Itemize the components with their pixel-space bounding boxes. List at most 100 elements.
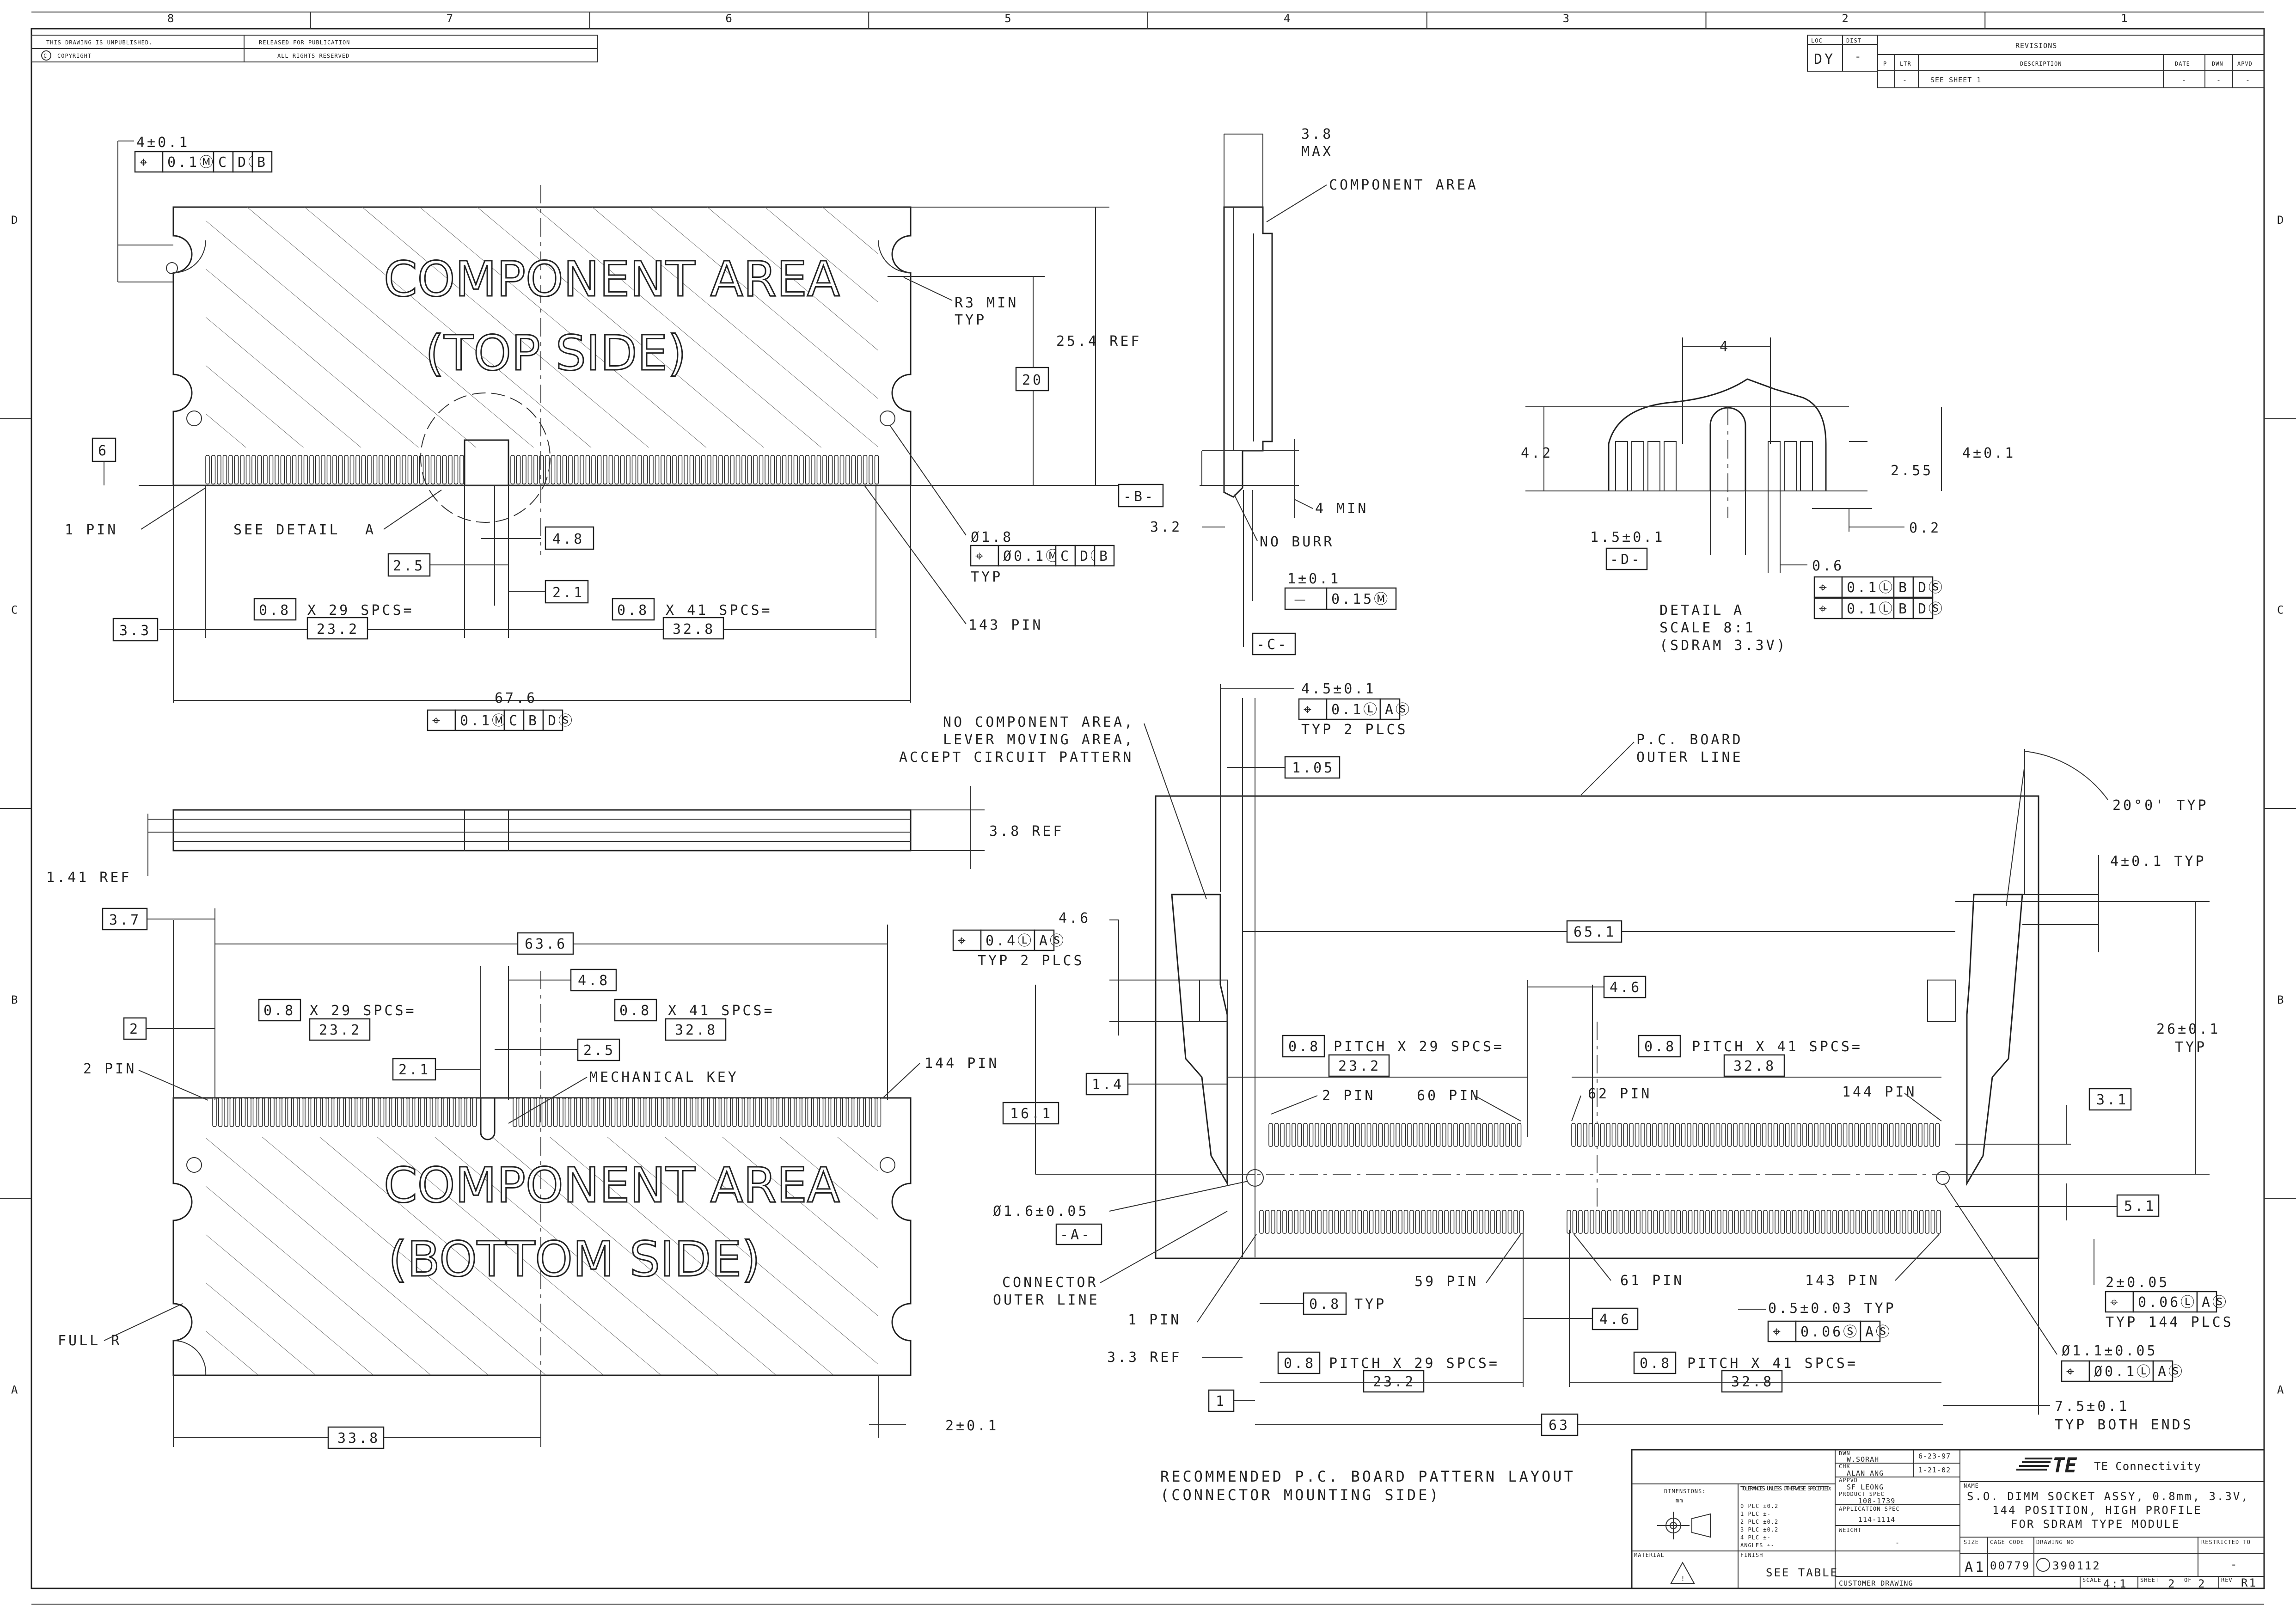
contact-pin bbox=[759, 455, 764, 484]
contact-pin bbox=[813, 1097, 818, 1127]
contact-pin bbox=[449, 1097, 454, 1127]
pcb-4-5: 4.5±0.1 bbox=[1301, 681, 1376, 697]
contact-pin bbox=[1507, 1210, 1512, 1234]
contact-pin bbox=[443, 1097, 448, 1127]
chk-name: ALAN ANG bbox=[1847, 1469, 1884, 1477]
contact-pin bbox=[1688, 1210, 1693, 1234]
contact-pin bbox=[661, 455, 665, 484]
contact-pin bbox=[551, 455, 556, 484]
component-area-hatch-bottom bbox=[206, 1137, 878, 1375]
contact-pin bbox=[1282, 1210, 1287, 1234]
contact-pin bbox=[344, 455, 349, 484]
contact-pin bbox=[1584, 1210, 1589, 1234]
contact-pin bbox=[1635, 1123, 1640, 1147]
contact-pin bbox=[409, 1097, 413, 1127]
pcb-typ144: TYP 144 PLCS bbox=[2106, 1314, 2234, 1330]
pin1-label: 1 PIN bbox=[65, 522, 118, 538]
contact-pin bbox=[280, 455, 285, 484]
contact-pin bbox=[275, 455, 279, 484]
dist-label: DIST bbox=[1846, 37, 1861, 44]
spec-label: PRODUCT SPEC bbox=[1839, 1491, 1885, 1497]
contact-pin bbox=[1505, 1123, 1510, 1147]
hole-typ: TYP bbox=[971, 569, 1003, 585]
contact-pin bbox=[1578, 1210, 1583, 1234]
dim-4-8-box bbox=[545, 526, 594, 550]
te-logo: TE bbox=[2016, 1454, 2077, 1477]
contact-pin bbox=[1292, 1123, 1296, 1147]
fcf-cell-text: 0.1Ⓛ bbox=[1847, 580, 1895, 596]
contact-pin bbox=[1355, 1123, 1360, 1147]
fcf-cell bbox=[542, 709, 563, 731]
pcb-0-8-typ: 0.8 bbox=[1309, 1296, 1341, 1312]
contact-pin bbox=[715, 1097, 720, 1127]
restricted-value: - bbox=[2230, 1558, 2238, 1571]
pcb-dim-1: 1 bbox=[1216, 1393, 1226, 1410]
contact-pin bbox=[1826, 1210, 1831, 1234]
contact-pin bbox=[315, 455, 320, 484]
zone-label-top: 3 bbox=[1563, 12, 1571, 25]
contact-pin bbox=[1636, 1210, 1641, 1234]
contact-pin bbox=[712, 455, 717, 484]
contact-pin bbox=[263, 455, 268, 484]
ref-25-4: 25.4 REF bbox=[1056, 333, 1142, 349]
contact-pin bbox=[871, 1097, 876, 1127]
pcb-pin144: 144 PIN bbox=[1842, 1084, 1916, 1100]
contact-pin bbox=[1513, 1210, 1518, 1234]
contact-pin bbox=[585, 455, 590, 484]
top-23-2: 23.2 bbox=[317, 621, 359, 637]
detail-a-outline bbox=[1608, 378, 1827, 491]
contact-pin bbox=[222, 455, 227, 484]
contact-pin bbox=[811, 455, 815, 484]
fcf-cell-text: ⌖ bbox=[2110, 1294, 2120, 1311]
contact-pin bbox=[1879, 1210, 1883, 1234]
pcb-4-6b: 4.6 bbox=[1610, 980, 1641, 996]
contact-pin bbox=[442, 455, 447, 484]
rev-ltr: - bbox=[1903, 76, 1907, 84]
pcb-pin61: 61 PIN bbox=[1620, 1273, 1684, 1289]
side-1-tol: 1±0.1 bbox=[1287, 571, 1341, 587]
contact-pin bbox=[730, 455, 735, 484]
revisions-title: REVISIONS bbox=[2015, 42, 2057, 50]
zone-label-left: A bbox=[11, 1383, 19, 1396]
contact-pin bbox=[799, 455, 804, 484]
tolerance-rows: 0 PLC ±0.21 PLC ±-2 PLC ±0.23 PLC ±0.24 … bbox=[1740, 1503, 1778, 1549]
pcb-pitch-d: 0.8 bbox=[1640, 1355, 1671, 1372]
fcf-cell bbox=[2105, 1291, 2134, 1313]
contact-pin bbox=[1646, 1123, 1651, 1147]
bottom-23-2: 23.2 bbox=[319, 1022, 361, 1038]
lever-area-left bbox=[1171, 894, 1228, 1186]
fcf-cell bbox=[1860, 1320, 1881, 1342]
mechanical-key-label: MECHANICAL KEY bbox=[589, 1069, 739, 1085]
contact-pin bbox=[205, 455, 210, 484]
fcf-cell bbox=[2152, 1360, 2174, 1382]
contact-pin bbox=[707, 455, 711, 484]
contact-pin bbox=[1583, 1123, 1587, 1147]
connector-outline-1: CONNECTOR bbox=[1002, 1275, 1098, 1291]
contact-pin bbox=[1572, 1210, 1577, 1234]
contact-pin bbox=[574, 455, 579, 484]
contact-pin bbox=[1577, 1123, 1582, 1147]
contact-pin bbox=[741, 455, 746, 484]
bottom-side-title-2: (BOTTOM SIDE) bbox=[388, 1231, 760, 1287]
contact-pin bbox=[1652, 1123, 1657, 1147]
notice-unpublished: THIS DRAWING IS UNPUBLISHED. bbox=[46, 39, 153, 46]
detail-a-ref: A bbox=[365, 522, 376, 538]
contact-pin bbox=[1338, 1123, 1342, 1147]
contact-pin bbox=[1819, 1123, 1825, 1147]
rev-col-ltr: LTR bbox=[1900, 61, 1911, 67]
top-pitch-a: 0.8 bbox=[259, 602, 291, 619]
contact-pin bbox=[580, 455, 584, 484]
fcf-cell bbox=[1912, 576, 1934, 598]
copyright-symbol: C bbox=[43, 53, 47, 59]
contact-pin bbox=[1606, 1123, 1610, 1147]
contact-pin bbox=[1750, 1123, 1755, 1147]
contact-pin bbox=[293, 1097, 298, 1127]
contact-pin bbox=[217, 455, 221, 484]
pcb-4-typ: 4±0.1 TYP bbox=[2110, 853, 2206, 870]
zone-label-top: 6 bbox=[725, 12, 733, 25]
mounting-hole-right bbox=[880, 411, 895, 426]
product-spec: 108-1739 bbox=[1858, 1497, 1895, 1505]
contact-pin bbox=[1611, 1123, 1616, 1147]
dwn-date: 6-23-97 bbox=[1918, 1452, 1951, 1460]
contact-pin bbox=[778, 1097, 783, 1127]
